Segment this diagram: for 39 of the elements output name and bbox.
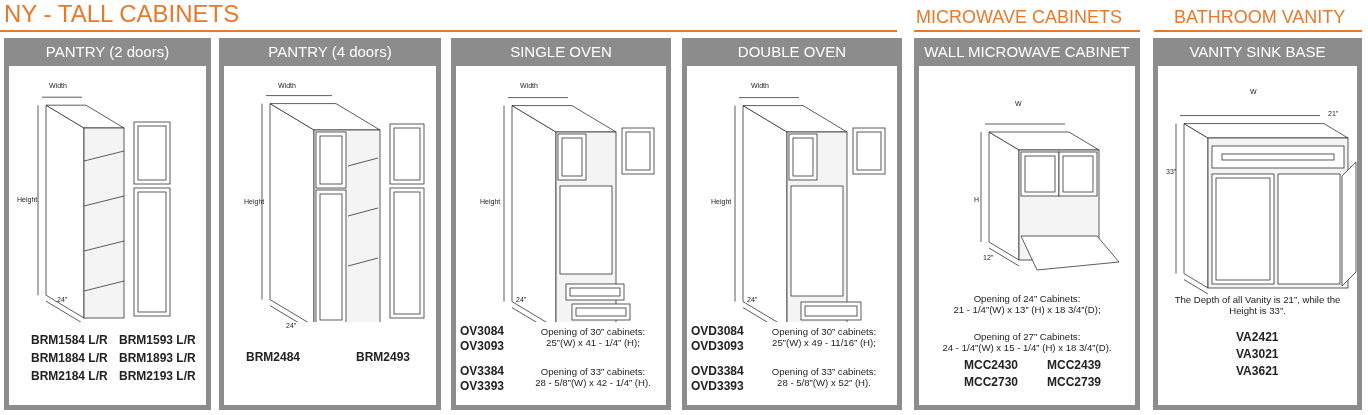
model-number: OV3384 xyxy=(460,364,505,378)
note-text: Opening of 33” cabinets: 28 - 5/8”(W) x 42 - 1/4” (H). xyxy=(534,366,652,388)
note-text: The Depth of all Vanity is 21”, while the Height is 33”. xyxy=(1173,294,1342,316)
product-panel xyxy=(219,38,441,410)
model-number: OV3084 xyxy=(460,324,505,338)
product-panel xyxy=(1153,38,1362,410)
note-text: Opening of 30” cabinets: 25”(W) x 49 - 11/16” (H); xyxy=(770,326,878,348)
model-number: VA3021 xyxy=(1236,347,1279,361)
model-number: BRM2193 L/R xyxy=(119,369,196,383)
model-number: BRM1593 L/R xyxy=(119,333,196,347)
model-number: OVD3384 xyxy=(691,364,744,378)
section-heading: NY - TALL CABINETS xyxy=(4,0,240,28)
model-number: BRM2184 L/R xyxy=(31,369,108,383)
model-number: OV3093 xyxy=(460,339,505,353)
model-number: MCC2739 xyxy=(1047,375,1102,389)
model-number: MCC2430 xyxy=(964,358,1019,372)
note-text: Opening of 30” cabinets: 25”(W) x 41 - 1/4” (H); xyxy=(539,326,647,348)
model-number: OVD3093 xyxy=(691,339,744,353)
model-number: OV3393 xyxy=(460,379,505,393)
note-text: Opening of 27” Cabinets: 24 - 1/4”(W) x 15 - 1/4” (H) x 18 3/4”(D). xyxy=(941,331,1113,353)
model-number: MCC2439 xyxy=(1047,358,1102,372)
product-panel xyxy=(4,38,211,410)
model-number: BRM1584 L/R xyxy=(31,333,108,347)
note-text: Opening of 33” cabinets: 28 - 5/8”(W) x 52” (H). xyxy=(770,366,878,388)
model-number: BRM1884 L/R xyxy=(31,351,108,365)
note-text: Opening of 24” Cabinets: 21 - 1/4”(W) x 13” (H) x 18 3/4”(D); xyxy=(952,293,1102,315)
model-number: VA3621 xyxy=(1236,364,1279,378)
model-number: BRM1893 L/R xyxy=(119,351,196,365)
model-number: VA2421 xyxy=(1236,330,1279,344)
model-number: BRM2484 xyxy=(246,350,301,364)
model-number: OVD3084 xyxy=(691,324,744,338)
section-heading: MICROWAVE CABINETS xyxy=(916,7,1122,28)
model-number: BRM2493 xyxy=(356,350,411,364)
model-number: MCC2730 xyxy=(964,375,1019,389)
product-panel xyxy=(451,38,671,410)
product-panel xyxy=(682,38,902,410)
model-number: OVD3393 xyxy=(691,379,744,393)
product-panel xyxy=(914,38,1140,410)
section-heading: BATHROOM VANITY xyxy=(1174,7,1346,28)
